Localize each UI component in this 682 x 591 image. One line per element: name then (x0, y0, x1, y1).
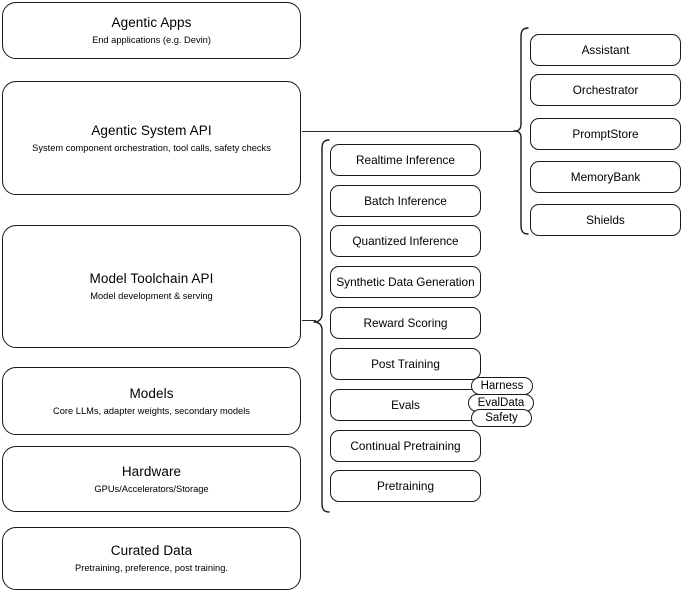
mid-item-label: Continual Pretraining (350, 438, 461, 453)
right-item-assistant[interactable]: Assistant (530, 34, 681, 66)
evals-pill-harness[interactable]: Harness (471, 377, 533, 395)
layer-box-models[interactable]: Models Core LLMs, adapter weights, secon… (2, 367, 301, 435)
mid-item-realtime-inference[interactable]: Realtime Inference (330, 144, 481, 176)
mid-item-synthetic-data-generation[interactable]: Synthetic Data Generation (330, 266, 481, 298)
mid-item-label: Evals (391, 397, 420, 412)
layer-box-agentic-system-api[interactable]: Agentic System API System component orch… (2, 81, 301, 195)
layer-subtitle: Core LLMs, adapter weights, secondary mo… (53, 405, 250, 416)
mid-item-post-training[interactable]: Post Training (330, 348, 481, 380)
layer-subtitle: Model development & serving (90, 291, 213, 301)
right-item-shields[interactable]: Shields (530, 204, 681, 236)
mid-item-label: Batch Inference (364, 193, 447, 208)
mid-item-continual-pretraining[interactable]: Continual Pretraining (330, 430, 481, 462)
right-item-label: Assistant (581, 42, 630, 57)
mid-item-batch-inference[interactable]: Batch Inference (330, 185, 481, 217)
layer-box-agentic-apps[interactable]: Agentic Apps End applications (e.g. Devi… (2, 2, 301, 59)
mid-item-label: Realtime Inference (355, 152, 455, 167)
layer-title: Hardware (121, 463, 182, 479)
evals-pill-label: Safety (485, 411, 518, 424)
mid-item-label: Post Training (371, 356, 440, 371)
connector-line-model-toolchain-api (302, 320, 316, 321)
middle-column-brace (313, 139, 330, 513)
evals-pill-label: EvalData (477, 396, 525, 409)
layer-title: Agentic System API (91, 122, 212, 138)
layer-subtitle: System component orchestration, tool cal… (32, 142, 271, 153)
mid-item-label: Quantized Inference (352, 233, 459, 248)
layer-title: Models (129, 385, 174, 401)
layer-subtitle: End applications (e.g. Devin) (92, 35, 211, 45)
mid-item-quantized-inference[interactable]: Quantized Inference (330, 225, 481, 257)
mid-item-pretraining[interactable]: Pretraining (330, 470, 481, 502)
mid-item-evals[interactable]: Evals (330, 389, 481, 421)
layer-title: Model Toolchain API (89, 271, 214, 286)
layer-box-model-toolchain-api[interactable]: Model Toolchain API Model development & … (2, 225, 301, 348)
mid-item-label: Pretraining (376, 478, 435, 493)
right-item-label: Orchestrator (572, 82, 639, 97)
right-item-label: PromptStore (572, 126, 639, 141)
right-column-brace (513, 27, 529, 235)
right-item-label: MemoryBank (570, 169, 641, 184)
evals-pill-safety[interactable]: Safety (471, 409, 532, 427)
right-item-label: Shields (586, 212, 625, 227)
evals-pill-evaldata[interactable]: EvalData (468, 394, 534, 412)
right-item-promptstore[interactable]: PromptStore (530, 118, 681, 150)
layer-box-curated-data[interactable]: Curated Data Pretraining, preference, po… (2, 527, 301, 590)
layer-title: Curated Data (110, 543, 193, 558)
right-item-memorybank[interactable]: MemoryBank (530, 161, 681, 193)
connector-line-agentic-system-api (302, 131, 514, 132)
layer-subtitle: GPUs/Accelerators/Storage (94, 483, 209, 494)
layer-subtitle: Pretraining, preference, post training. (75, 563, 228, 573)
layer-box-hardware[interactable]: Hardware GPUs/Accelerators/Storage (2, 446, 301, 512)
mid-item-label: Reward Scoring (363, 315, 448, 330)
mid-item-label: Synthetic Data Generation (336, 274, 475, 289)
evals-pill-label: Harness (480, 379, 524, 392)
mid-item-reward-scoring[interactable]: Reward Scoring (330, 307, 481, 339)
layer-title: Agentic Apps (111, 15, 192, 30)
right-item-orchestrator[interactable]: Orchestrator (530, 74, 681, 106)
